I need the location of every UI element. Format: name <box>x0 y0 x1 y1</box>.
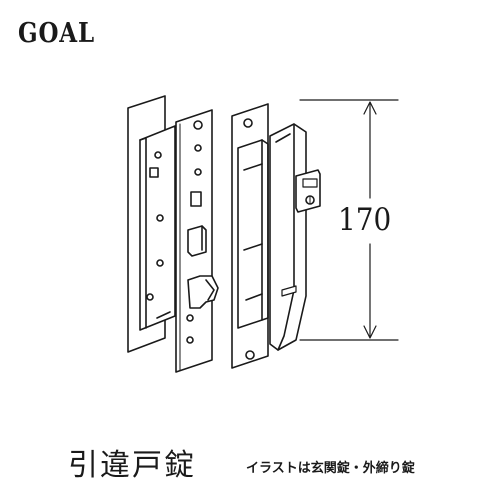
strike-body <box>237 139 269 329</box>
dimension-label: 170 <box>338 202 392 238</box>
face-plate <box>175 109 219 373</box>
product-name: 引違戸錠 <box>68 448 196 483</box>
illustration-caption: イラストは玄関錠・外締り錠 <box>246 461 415 476</box>
dimension-170 <box>299 99 399 341</box>
outer-handle <box>269 123 321 351</box>
lock-case <box>139 125 176 331</box>
brand-logo: GOAL <box>18 18 95 49</box>
